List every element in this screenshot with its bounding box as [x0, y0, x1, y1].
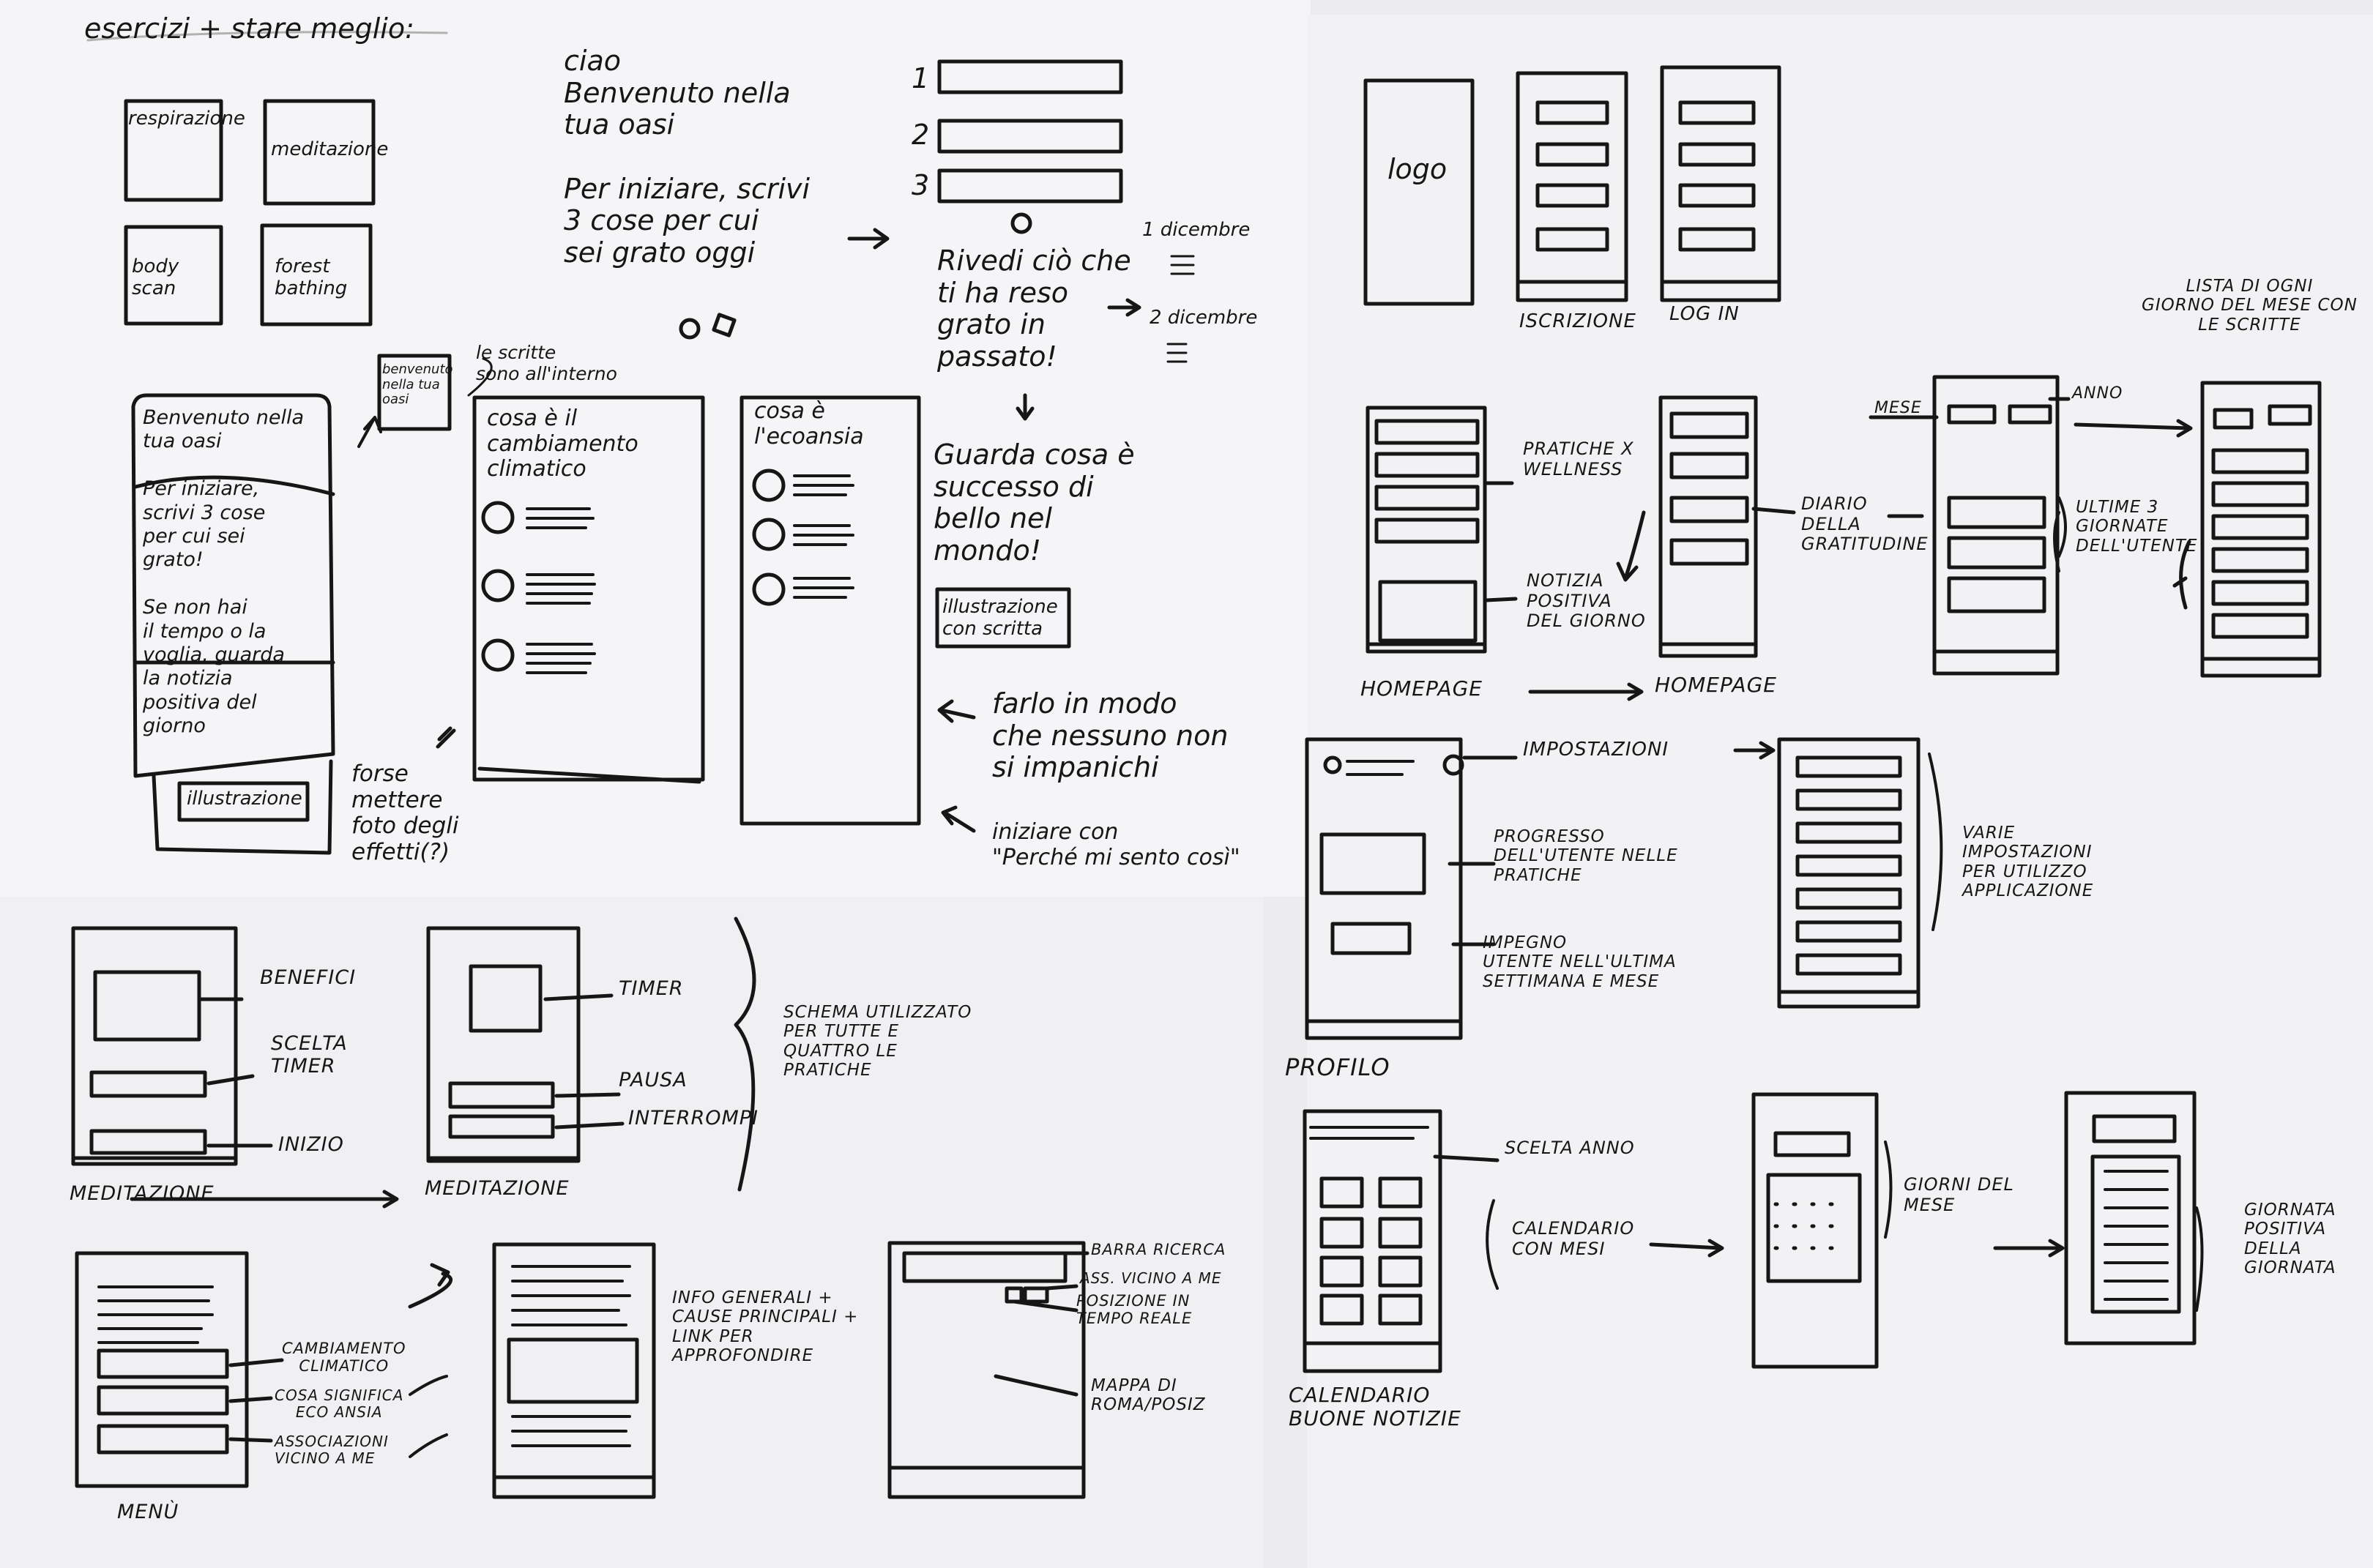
- note-scritte-interno: le scritte sono all'interno: [476, 342, 617, 384]
- meditazione-label-1: MEDITAZIONE: [70, 1182, 215, 1205]
- associazioni-label: ASSOCIAZIONI VICINO A ME: [275, 1433, 389, 1467]
- inizio-label: INIZIO: [278, 1133, 344, 1156]
- date-1-dicembre: 1 dicembre: [1142, 219, 1251, 241]
- sketch-sheet-top-left: [0, 0, 1311, 897]
- tile-respirazione: respirazione: [128, 108, 245, 130]
- mese-label: MESE: [1874, 399, 1922, 417]
- pratiche-label: PRATICHE X WELLNESS: [1523, 438, 1634, 479]
- scelta-timer-label: SCELTA TIMER: [271, 1032, 348, 1078]
- giornata-label: GIORNATA POSITIVA DELLA GIORNATA: [2244, 1201, 2336, 1278]
- number-3: 3: [912, 169, 930, 201]
- phone1-welcome-text: Benvenuto nella tua oasi Per iniziare, s…: [143, 406, 305, 738]
- tile-body-scan: body scan: [132, 255, 179, 299]
- scelta-anno-label: SCELTA ANNO: [1505, 1138, 1635, 1158]
- barra-ricerca-label: BARRA RICERCA: [1091, 1241, 1226, 1258]
- varie-label: VARIE IMPOSTAZIONI PER UTILIZZO APPLICAZ…: [1962, 824, 2094, 901]
- date-2-dicembre: 2 dicembre: [1150, 307, 1258, 329]
- number-1: 1: [912, 62, 930, 94]
- forse-note: forse mettere foto degli effetti(?): [351, 761, 459, 865]
- schema-note: SCHEMA UTILIZZATO PER TUTTE E QUATTRO LE…: [783, 1003, 972, 1080]
- iscrizione-label: ISCRIZIONE: [1519, 310, 1636, 332]
- tile-forest-bathing: forest bathing: [275, 255, 348, 299]
- interrompi-label: INTERROMPI: [628, 1107, 759, 1130]
- cosa-significa-label: COSA SIGNIFICA ECO ANSIA: [275, 1386, 404, 1421]
- eco-screen-title: cosa è l'ecoansia: [754, 398, 864, 449]
- homepage-label-1: HOMEPAGE: [1360, 676, 1483, 701]
- illustrazione-con-scritta: illustrazione con scritta: [942, 596, 1058, 640]
- tile-meditazione: meditazione: [271, 138, 389, 160]
- mappa-label: MAPPA DI ROMA/POSIZ: [1091, 1376, 1206, 1415]
- progresso-label: PROGRESSO DELL'UTENTE NELLE PRATICHE: [1494, 827, 1678, 885]
- number-2: 2: [912, 119, 930, 151]
- profilo-label: PROFILO: [1285, 1053, 1390, 1081]
- logo-label: logo: [1387, 153, 1448, 185]
- anno-label: ANNO: [2072, 384, 2123, 403]
- rivedi-note: Rivedi ciò che ti ha reso grato in passa…: [937, 244, 1131, 373]
- guarda-note: Guarda cosa è successo di bello nel mond…: [934, 438, 1135, 567]
- farlo-note: farlo in modo che nessuno non si impanic…: [992, 687, 1229, 784]
- benefici-label: BENEFICI: [260, 966, 357, 989]
- giorni-mese-label: GIORNI DEL MESE: [1904, 1174, 2014, 1215]
- notizia-label: NOTIZIA POSITIVA DEL GIORNO: [1527, 570, 1646, 632]
- cambiamento-label: CAMBIAMENTO CLIMATICO: [282, 1340, 406, 1375]
- meditazione-label-2: MEDITAZIONE: [425, 1177, 570, 1200]
- sketch-sheet-bottom-left: [0, 897, 1263, 1568]
- menu-label: MENÙ: [117, 1501, 179, 1523]
- posizione-label: POSIZIONE IN TEMPO REALE: [1076, 1292, 1193, 1328]
- lista-note: LISTA DI OGNI GIORNO DEL MESE CON LE SCR…: [2142, 277, 2358, 335]
- ass-vicino-label: ASS. VICINO A ME: [1080, 1269, 1222, 1287]
- impegno-label: IMPEGNO UTENTE NELL'ULTIMA SETTIMANA E M…: [1483, 933, 1677, 991]
- info-note: INFO GENERALI + CAUSE PRINCIPALI + LINK …: [672, 1288, 859, 1366]
- sheet1-heading: esercizi + stare meglio:: [84, 12, 414, 45]
- login-label: LOG IN: [1669, 303, 1740, 325]
- calendario-mesi-label: CALENDARIO CON MESI: [1512, 1218, 1635, 1259]
- impostazioni-label: IMPOSTAZIONI: [1523, 739, 1669, 761]
- diario-label: DIARIO DELLA GRATITUDINE: [1801, 493, 1929, 555]
- climate-screen-title: cosa è il cambiamento climatico: [487, 406, 638, 482]
- timer-label: TIMER: [619, 977, 684, 1000]
- iniziare-note: iniziare con "Perché mi sento così": [992, 819, 1240, 870]
- homepage-label-2: HOMEPAGE: [1655, 673, 1777, 697]
- welcome-flow-text: ciao Benvenuto nella tua oasi Per inizia…: [564, 45, 811, 269]
- mini-phone-text: benvenuto nella tua oasi: [382, 362, 453, 408]
- phone1-illustrazione: illustrazione: [187, 788, 302, 810]
- ultime-label: ULTIME 3 GIORNATE DELL'UTENTE: [2076, 498, 2198, 556]
- calendario-label: CALENDARIO BUONE NOTIZIE: [1289, 1383, 1461, 1431]
- pausa-label: PAUSA: [619, 1069, 688, 1091]
